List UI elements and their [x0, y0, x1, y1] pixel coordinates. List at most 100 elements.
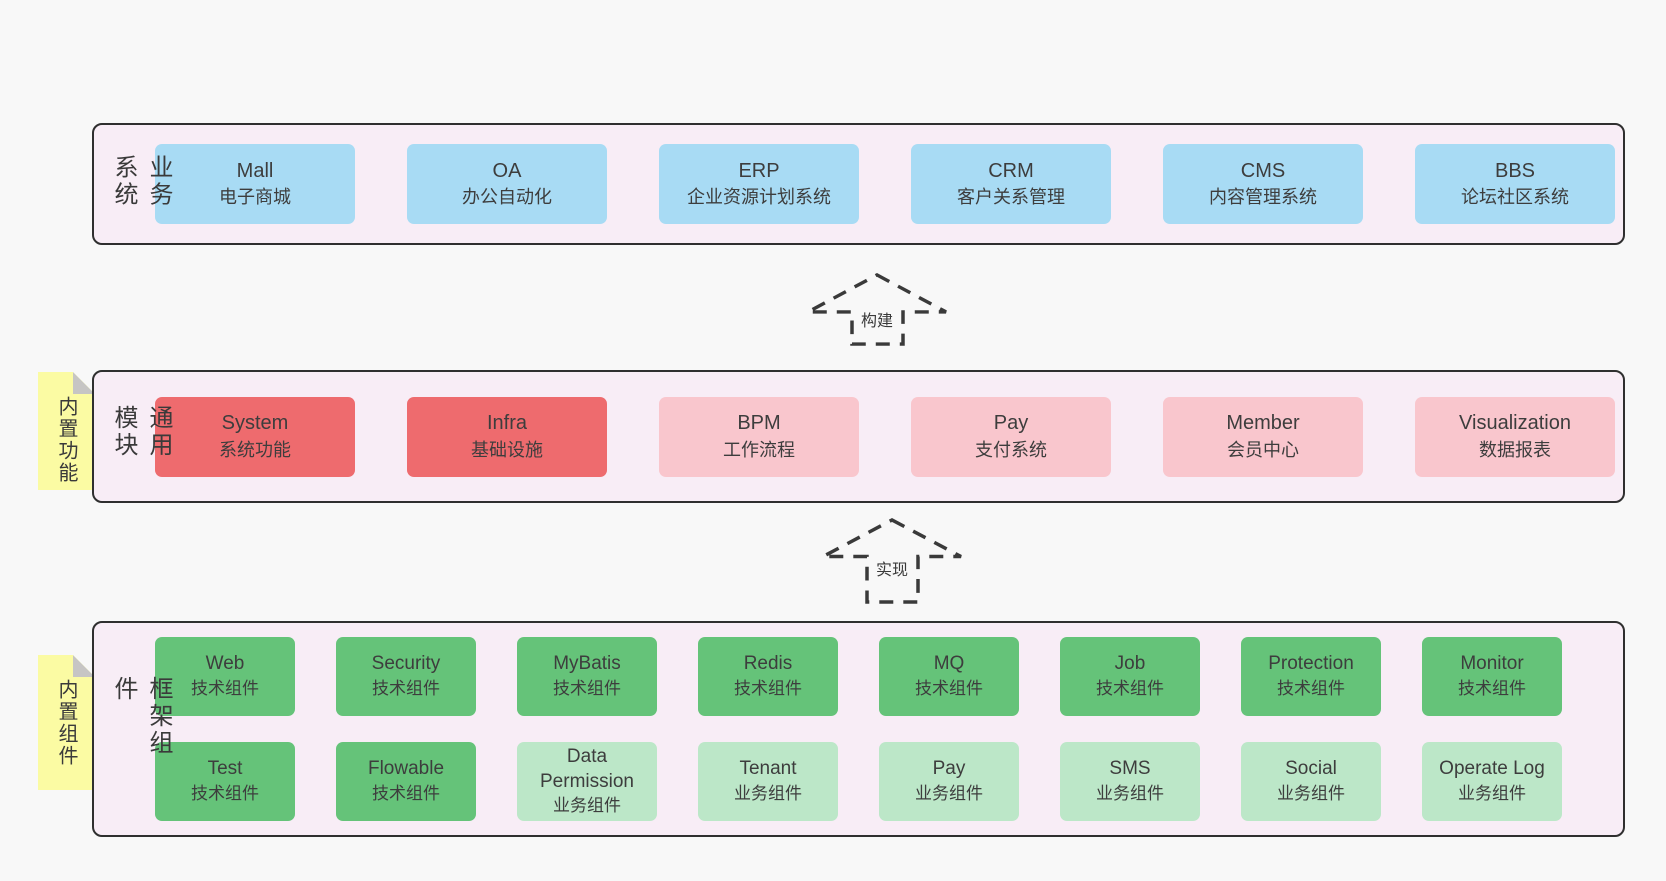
box-erp-desc: 企业资源计划系统 [687, 187, 831, 208]
box-monitor-desc: 技术组件 [1458, 678, 1526, 698]
box-job-desc: 技术组件 [1096, 678, 1164, 698]
box-bpm-desc: 工作流程 [723, 439, 795, 460]
box-bbs-desc: 论坛社区系统 [1461, 187, 1569, 208]
box-redis-desc: 技术组件 [734, 678, 802, 698]
band-framework-components: 框架组件 Web 技术组件 Security 技术组件 MyBatis 技术组件… [92, 621, 1625, 837]
framework-components-row-1: Web 技术组件 Security 技术组件 MyBatis 技术组件 Redi… [155, 637, 1562, 716]
box-oa: OA 办公自动化 [407, 144, 607, 224]
framework-components-row-2: Test 技术组件 Flowable 技术组件 Data Permission … [155, 742, 1562, 821]
box-social-name: Social [1285, 758, 1337, 780]
box-visualization-desc: 数据报表 [1479, 439, 1551, 460]
box-pay-module-name: Pay [993, 412, 1029, 435]
box-infra-name: Infra [486, 412, 528, 435]
box-oa-name: OA [492, 159, 522, 182]
box-member: Member 会员中心 [1163, 396, 1363, 477]
sticky-built-in-features: 内置功能 [38, 372, 95, 490]
box-protection: Protection 技术组件 [1241, 637, 1381, 716]
box-security-desc: 技术组件 [372, 678, 440, 698]
sticky-built-in-features-label: 内置功能 [55, 396, 77, 484]
box-pay-component: Pay 业务组件 [879, 742, 1019, 821]
box-cms-desc: 内容管理系统 [1209, 187, 1317, 208]
box-security-name: Security [371, 653, 441, 675]
box-mybatis-desc: 技术组件 [553, 678, 621, 698]
box-mall: Mall 电子商城 [155, 144, 355, 224]
box-job: Job 技术组件 [1060, 637, 1200, 716]
box-operate-log-desc: 业务组件 [1458, 783, 1526, 803]
sticky-built-in-components-label: 内置组件 [55, 679, 77, 767]
box-tenant-desc: 业务组件 [734, 783, 802, 803]
box-bpm: BPM 工作流程 [659, 396, 859, 477]
box-redis-name: Redis [743, 653, 793, 675]
box-operate-log-name: Operate Log [1439, 758, 1545, 780]
folded-corner-icon [73, 372, 95, 394]
box-test-name: Test [207, 758, 243, 780]
arrow-build: 构建 [806, 272, 948, 346]
band-common-modules: 通用模块 System 系统功能 Infra 基础设施 BPM 工作流程 Pay… [92, 370, 1625, 503]
box-tenant-name: Tenant [739, 758, 797, 780]
box-monitor: Monitor 技术组件 [1422, 637, 1562, 716]
box-flowable: Flowable 技术组件 [336, 742, 476, 821]
box-flowable-desc: 技术组件 [372, 783, 440, 803]
box-crm-desc: 客户关系管理 [957, 187, 1065, 208]
box-data-permission-desc: 业务组件 [553, 796, 621, 816]
band-label-framework-components: 框架组件 [110, 676, 172, 757]
box-mall-name: Mall [236, 159, 274, 182]
arrow-implement-label: 实现 [872, 556, 912, 580]
box-sms-desc: 业务组件 [1096, 783, 1164, 803]
box-bbs: BBS 论坛社区系统 [1415, 144, 1615, 224]
band-label-common-modules: 通用模块 [110, 404, 172, 459]
box-sms: SMS 业务组件 [1060, 742, 1200, 821]
box-security: Security 技术组件 [336, 637, 476, 716]
box-protection-name: Protection [1268, 653, 1354, 675]
up-arrow-icon [807, 272, 947, 346]
box-protection-desc: 技术组件 [1277, 678, 1345, 698]
box-visualization: Visualization 数据报表 [1415, 396, 1615, 477]
box-pay-component-desc: 业务组件 [915, 783, 983, 803]
box-crm-name: CRM [988, 159, 1034, 182]
arrow-implement: 实现 [821, 516, 963, 604]
box-data-permission-name: Data Permission [540, 745, 634, 792]
box-pay-module: Pay 支付系统 [911, 396, 1111, 477]
box-pay-component-name: Pay [932, 758, 966, 780]
box-sms-name: SMS [1109, 758, 1151, 780]
box-data-permission: Data Permission 业务组件 [517, 742, 657, 821]
box-crm: CRM 客户关系管理 [911, 144, 1111, 224]
box-redis: Redis 技术组件 [698, 637, 838, 716]
box-system-name: System [221, 412, 289, 435]
box-monitor-name: Monitor [1460, 653, 1524, 675]
common-modules-row: System 系统功能 Infra 基础设施 BPM 工作流程 Pay 支付系统… [155, 396, 1615, 477]
box-operate-log: Operate Log 业务组件 [1422, 742, 1562, 821]
box-bpm-name: BPM [737, 412, 781, 435]
box-mall-desc: 电子商城 [219, 187, 291, 208]
box-test-desc: 技术组件 [191, 783, 259, 803]
box-test: Test 技术组件 [155, 742, 295, 821]
box-system: System 系统功能 [155, 396, 355, 477]
up-arrow-icon [822, 517, 962, 604]
box-infra-desc: 基础设施 [471, 439, 543, 460]
box-member-name: Member [1226, 412, 1300, 435]
box-tenant: Tenant 业务组件 [698, 742, 838, 821]
box-mybatis: MyBatis 技术组件 [517, 637, 657, 716]
box-erp-name: ERP [738, 159, 780, 182]
box-flowable-name: Flowable [367, 758, 445, 780]
box-mq-name: MQ [933, 653, 965, 675]
box-mq: MQ 技术组件 [879, 637, 1019, 716]
box-social-desc: 业务组件 [1277, 783, 1345, 803]
box-pay-module-desc: 支付系统 [975, 439, 1047, 460]
band-label-business-systems: 业务系统 [110, 154, 172, 209]
box-member-desc: 会员中心 [1227, 439, 1299, 460]
box-mq-desc: 技术组件 [915, 678, 983, 698]
box-cms: CMS 内容管理系统 [1163, 144, 1363, 224]
box-infra: Infra 基础设施 [407, 396, 607, 477]
folded-corner-icon [73, 655, 95, 677]
box-system-desc: 系统功能 [219, 439, 291, 460]
box-web: Web 技术组件 [155, 637, 295, 716]
box-oa-desc: 办公自动化 [462, 187, 552, 208]
sticky-built-in-components: 内置组件 [38, 655, 95, 790]
box-bbs-name: BBS [1494, 159, 1536, 182]
box-visualization-name: Visualization [1459, 412, 1571, 435]
box-erp: ERP 企业资源计划系统 [659, 144, 859, 224]
band-business-systems: 业务系统 Mall 电子商城 OA 办公自动化 ERP 企业资源计划系统 CRM… [92, 123, 1625, 245]
business-systems-row: Mall 电子商城 OA 办公自动化 ERP 企业资源计划系统 CRM 客户关系… [155, 144, 1615, 224]
